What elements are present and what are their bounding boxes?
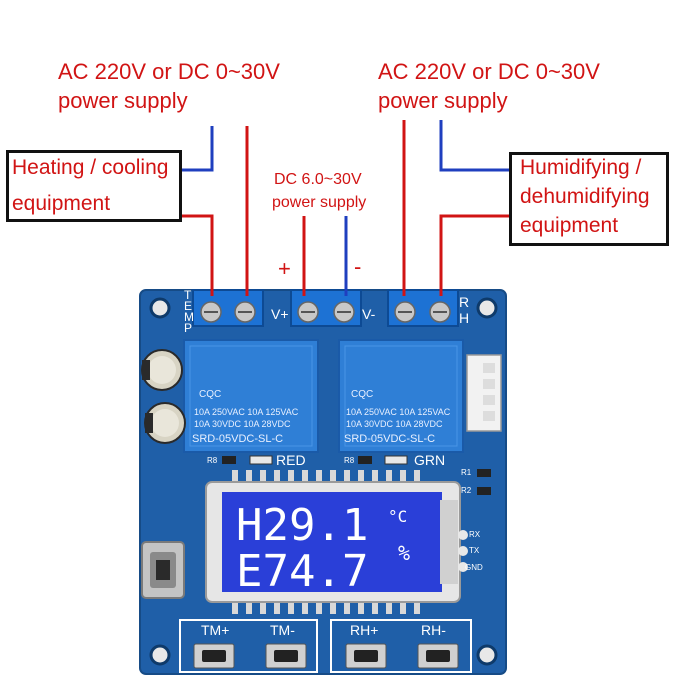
- wire-left-blue: [178, 126, 214, 172]
- humid-label-line2: dehumidifying: [520, 185, 650, 208]
- sensor-connector: [466, 354, 502, 432]
- relay-left: [183, 339, 319, 453]
- smd-led: [249, 455, 273, 465]
- heating-label-line1: Heating / cooling: [12, 156, 169, 179]
- button-tm-minus[interactable]: TM-: [270, 622, 295, 638]
- right-supply-label-line2: power supply: [378, 88, 508, 113]
- smd-led: [384, 455, 408, 465]
- relay-left-mark: CQC: [199, 389, 221, 400]
- gnd-label: GND: [465, 563, 483, 572]
- humidifying-equipment-box: Humidifying / dehumidifying equipment: [509, 152, 669, 246]
- heating-label-line2: equipment: [12, 192, 111, 215]
- heating-equipment-box: Heating / cooling equipment: [6, 150, 182, 222]
- pad-rx: [458, 530, 468, 540]
- relay-left-rating-1: 10A 250VAC 10A 125VAC: [194, 407, 299, 417]
- relay-right-rating-1: 10A 250VAC 10A 125VAC: [346, 407, 451, 417]
- smd-resistor: [477, 487, 491, 495]
- lcd-line2: E74.7: [236, 546, 368, 597]
- relay-left-rating-2: 10A 30VDC 10A 28VDC: [194, 419, 291, 429]
- grn-led-label: GRN: [414, 452, 446, 468]
- button-tm-plus-body: [193, 643, 235, 669]
- humid-label-line3: equipment: [520, 214, 619, 237]
- lcd-pins-top: [232, 470, 420, 484]
- dc-supply-label-line1: DC 6.0~30V: [274, 171, 362, 188]
- button-rh-minus[interactable]: RH-: [421, 622, 446, 638]
- button-panel-left: [179, 619, 318, 673]
- relay-left-model: SRD-05VDC-SL-C: [192, 433, 283, 445]
- terminal-power: [290, 289, 362, 327]
- button-rh-plus-body: [345, 643, 387, 669]
- relay-right-mark: CQC: [351, 389, 373, 400]
- button-tm-minus-body: [265, 643, 307, 669]
- tx-label: TX: [469, 546, 480, 555]
- smd-resistor: [477, 469, 491, 477]
- rx-label: RX: [469, 530, 481, 539]
- button-panel-right: [330, 619, 472, 673]
- button-tm-plus[interactable]: TM+: [201, 622, 230, 638]
- left-supply-label-line2: power supply: [58, 88, 188, 113]
- relay-right-rating-2: 10A 30VDC 10A 28VDC: [346, 419, 443, 429]
- mount-hole: [476, 297, 498, 319]
- lcd-pins-bottom: [232, 600, 420, 614]
- dc-supply-label-line2: power supply: [272, 194, 367, 211]
- button-rh-minus-body: [417, 643, 459, 669]
- positive-marker: +: [278, 256, 291, 281]
- smd-resistor: [358, 456, 372, 464]
- mount-hole: [149, 297, 171, 319]
- v-minus-label: V-: [362, 306, 376, 322]
- r8-right-label: R8: [344, 456, 355, 465]
- lcd-unit1: °C: [388, 507, 407, 526]
- humid-label-line1: Humidifying /: [520, 156, 642, 179]
- lcd-line1: H29.1: [236, 500, 368, 551]
- mount-hole: [476, 644, 498, 666]
- mount-hole: [149, 644, 171, 666]
- wire-right-blue: [439, 120, 511, 172]
- terminal-rh: [387, 289, 459, 327]
- temp-label: TEMP: [184, 288, 194, 335]
- right-supply-label-line1: AC 220V or DC 0~30V: [378, 59, 600, 84]
- lcd-display: [205, 481, 461, 603]
- v-plus-label: V+: [271, 306, 289, 322]
- relay-right-model: SRD-05VDC-SL-C: [344, 433, 435, 445]
- r1-label: R1: [461, 468, 472, 477]
- pad-tx: [458, 546, 468, 556]
- pad-gnd: [458, 562, 468, 572]
- terminal-temp: [192, 289, 264, 327]
- lcd-unit2: %: [398, 541, 410, 565]
- button-rh-plus[interactable]: RH+: [350, 622, 379, 638]
- left-supply-label-line1: AC 220V or DC 0~30V: [58, 59, 280, 84]
- relay-right: [338, 339, 464, 453]
- wire-right-red-equipment: [439, 214, 511, 296]
- smd-resistor: [222, 456, 236, 464]
- red-led-label: RED: [276, 452, 306, 468]
- usb-port: [141, 541, 185, 599]
- r2-label: R2: [461, 486, 472, 495]
- negative-marker: -: [354, 254, 362, 279]
- wire-left-red-equipment: [178, 214, 214, 296]
- capacitor: [144, 402, 186, 444]
- capacitor: [141, 349, 183, 391]
- r8-left-label: R8: [207, 456, 218, 465]
- rh-label: RH: [459, 294, 470, 326]
